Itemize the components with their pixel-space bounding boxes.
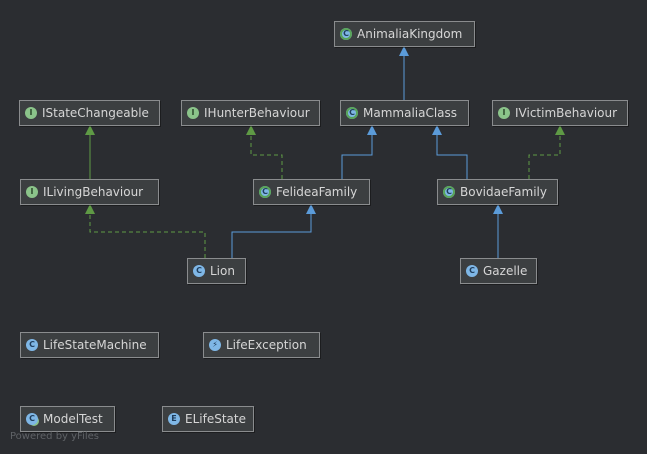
class-node-life-exception[interactable]: ⚡ LifeException xyxy=(203,332,320,358)
node-label: IHunterBehaviour xyxy=(204,106,310,120)
edge-felidea-to-ihunter xyxy=(246,125,283,179)
node-label: ILivingBehaviour xyxy=(43,185,144,199)
edge-felidea-to-mammalia xyxy=(341,125,377,179)
edge-bovidae-to-mammalia xyxy=(432,125,468,179)
interface-icon: I xyxy=(26,186,38,198)
abstract-class-icon: C xyxy=(346,107,358,119)
node-label: FelideaFamily xyxy=(276,185,358,199)
class-icon: C xyxy=(26,339,38,351)
class-node-mammalia-class[interactable]: C MammaliaClass xyxy=(340,100,469,126)
interface-icon: I xyxy=(498,107,510,119)
interface-node-ilivingbehaviour[interactable]: I ILivingBehaviour xyxy=(20,179,159,205)
abstract-class-icon: C xyxy=(340,28,352,40)
interface-node-istatechangeable[interactable]: I IStateChangeable xyxy=(19,100,160,126)
class-node-bovidae-family[interactable]: C BovidaeFamily xyxy=(437,179,558,205)
node-label: AnimaliaKingdom xyxy=(357,27,463,41)
node-label: LifeStateMachine xyxy=(43,338,147,352)
footer-watermark: Powered by yFiles xyxy=(10,431,99,442)
class-node-animalia-kingdom[interactable]: C AnimaliaKingdom xyxy=(334,21,475,47)
runnable-class-icon: C xyxy=(26,413,38,425)
node-label: BovidaeFamily xyxy=(460,185,547,199)
enum-icon: E xyxy=(168,413,180,425)
exception-icon: ⚡ xyxy=(209,339,221,351)
node-label: IVictimBehaviour xyxy=(515,106,618,120)
node-label: ELifeState xyxy=(185,412,246,426)
node-label: Lion xyxy=(210,264,235,278)
class-icon: C xyxy=(193,265,205,277)
interface-icon: I xyxy=(187,107,199,119)
edge-lion-to-felidea xyxy=(231,204,316,258)
class-icon: C xyxy=(466,265,478,277)
enum-node-elifestate[interactable]: E ELifeState xyxy=(162,406,254,432)
node-label: LifeException xyxy=(226,338,307,352)
abstract-class-icon: C xyxy=(259,186,271,198)
class-node-felidea-family[interactable]: C FelideaFamily xyxy=(253,179,370,205)
class-node-model-test[interactable]: C ModelTest xyxy=(20,406,115,432)
class-node-lion[interactable]: C Lion xyxy=(187,258,246,284)
node-label: ModelTest xyxy=(43,412,103,426)
node-label: IStateChangeable xyxy=(42,106,149,120)
interface-node-ivictimbehaviour[interactable]: I IVictimBehaviour xyxy=(492,100,628,126)
interface-icon: I xyxy=(25,107,37,119)
interface-node-ihunterbehaviour[interactable]: I IHunterBehaviour xyxy=(181,100,320,126)
node-label: Gazelle xyxy=(483,264,528,278)
edge-lion-to-iliving xyxy=(85,204,206,258)
edge-bovidae-to-ivictim xyxy=(528,125,565,179)
class-node-life-state-machine[interactable]: C LifeStateMachine xyxy=(20,332,159,358)
node-label: MammaliaClass xyxy=(363,106,458,120)
abstract-class-icon: C xyxy=(443,186,455,198)
class-node-gazelle[interactable]: C Gazelle xyxy=(460,258,537,284)
